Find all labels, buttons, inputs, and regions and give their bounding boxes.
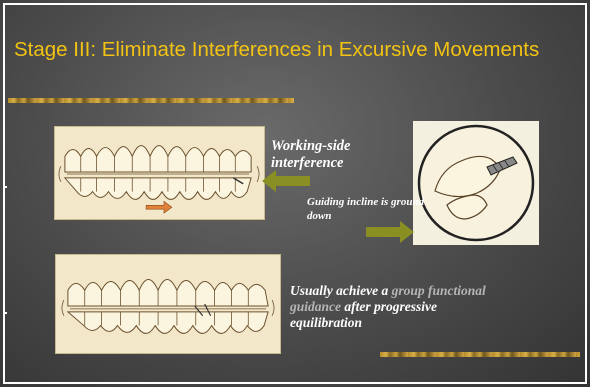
working-side-dentition-illustration bbox=[54, 126, 265, 220]
guiding-incline-label: Guiding incline is ground down bbox=[307, 195, 427, 223]
right-arrow-icon bbox=[364, 221, 414, 243]
working-side-interference-label: Working-side interference bbox=[271, 138, 401, 172]
slide-title: Stage III: Eliminate Interferences in Ex… bbox=[14, 38, 574, 62]
caption-prefix: Usually achieve a bbox=[290, 283, 388, 298]
bottom-accent-bar bbox=[380, 352, 580, 357]
group-function-dentition-illustration bbox=[55, 254, 281, 354]
left-arrow-icon bbox=[262, 170, 312, 192]
guiding-incline-detail-illustration bbox=[413, 121, 539, 245]
title-underline-bar bbox=[8, 98, 294, 103]
group-function-caption: Usually achieve a group functional guida… bbox=[290, 283, 490, 331]
edge-tick bbox=[4, 312, 7, 314]
edge-tick bbox=[4, 186, 7, 188]
